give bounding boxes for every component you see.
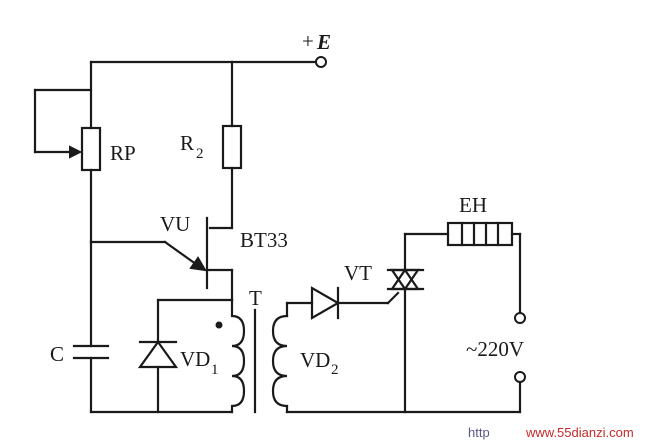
ujt-name: VU — [160, 212, 190, 236]
transformer-primary — [215, 298, 246, 414]
watermark-right: www.55dianzi.com — [525, 425, 634, 440]
diode-vd1 — [137, 298, 234, 414]
polarity-dot — [215, 321, 223, 329]
supply-label-name: E — [316, 30, 331, 54]
mains-label: ~220V — [466, 337, 524, 361]
diode-vd2-subscript: 2 — [331, 362, 339, 378]
mains-terminal-top — [514, 312, 526, 324]
capacitor-label: C — [50, 342, 64, 366]
triac-label: VT — [344, 261, 372, 285]
supply-label-sign: + — [302, 29, 314, 53]
potentiometer-label: RP — [110, 141, 136, 165]
resistor-r2 — [208, 60, 243, 230]
supply-terminal — [315, 56, 327, 68]
diode-vd2-label: VD — [300, 348, 330, 372]
watermark-left: http — [468, 425, 490, 440]
resistor-r2-subscript: 2 — [196, 146, 204, 162]
diode-vd1-subscript: 1 — [211, 362, 219, 378]
supply-rail — [89, 56, 327, 68]
mains-terminal-bottom — [514, 371, 526, 383]
ujt-part: BT33 — [240, 228, 288, 252]
capacitor-c — [72, 240, 110, 414]
ujt-vu — [89, 216, 234, 302]
transformer-secondary — [271, 301, 522, 414]
resistor-r2-label: R — [180, 131, 194, 155]
potentiometer-rp — [33, 60, 102, 244]
transformer-label: T — [249, 286, 262, 310]
mains-terminals — [514, 312, 526, 414]
diode-vd1-label: VD — [180, 347, 210, 371]
heater-eh — [403, 221, 522, 315]
diode-vd2 — [310, 286, 400, 320]
triac-vt — [386, 232, 425, 414]
heater-label: EH — [459, 193, 487, 217]
